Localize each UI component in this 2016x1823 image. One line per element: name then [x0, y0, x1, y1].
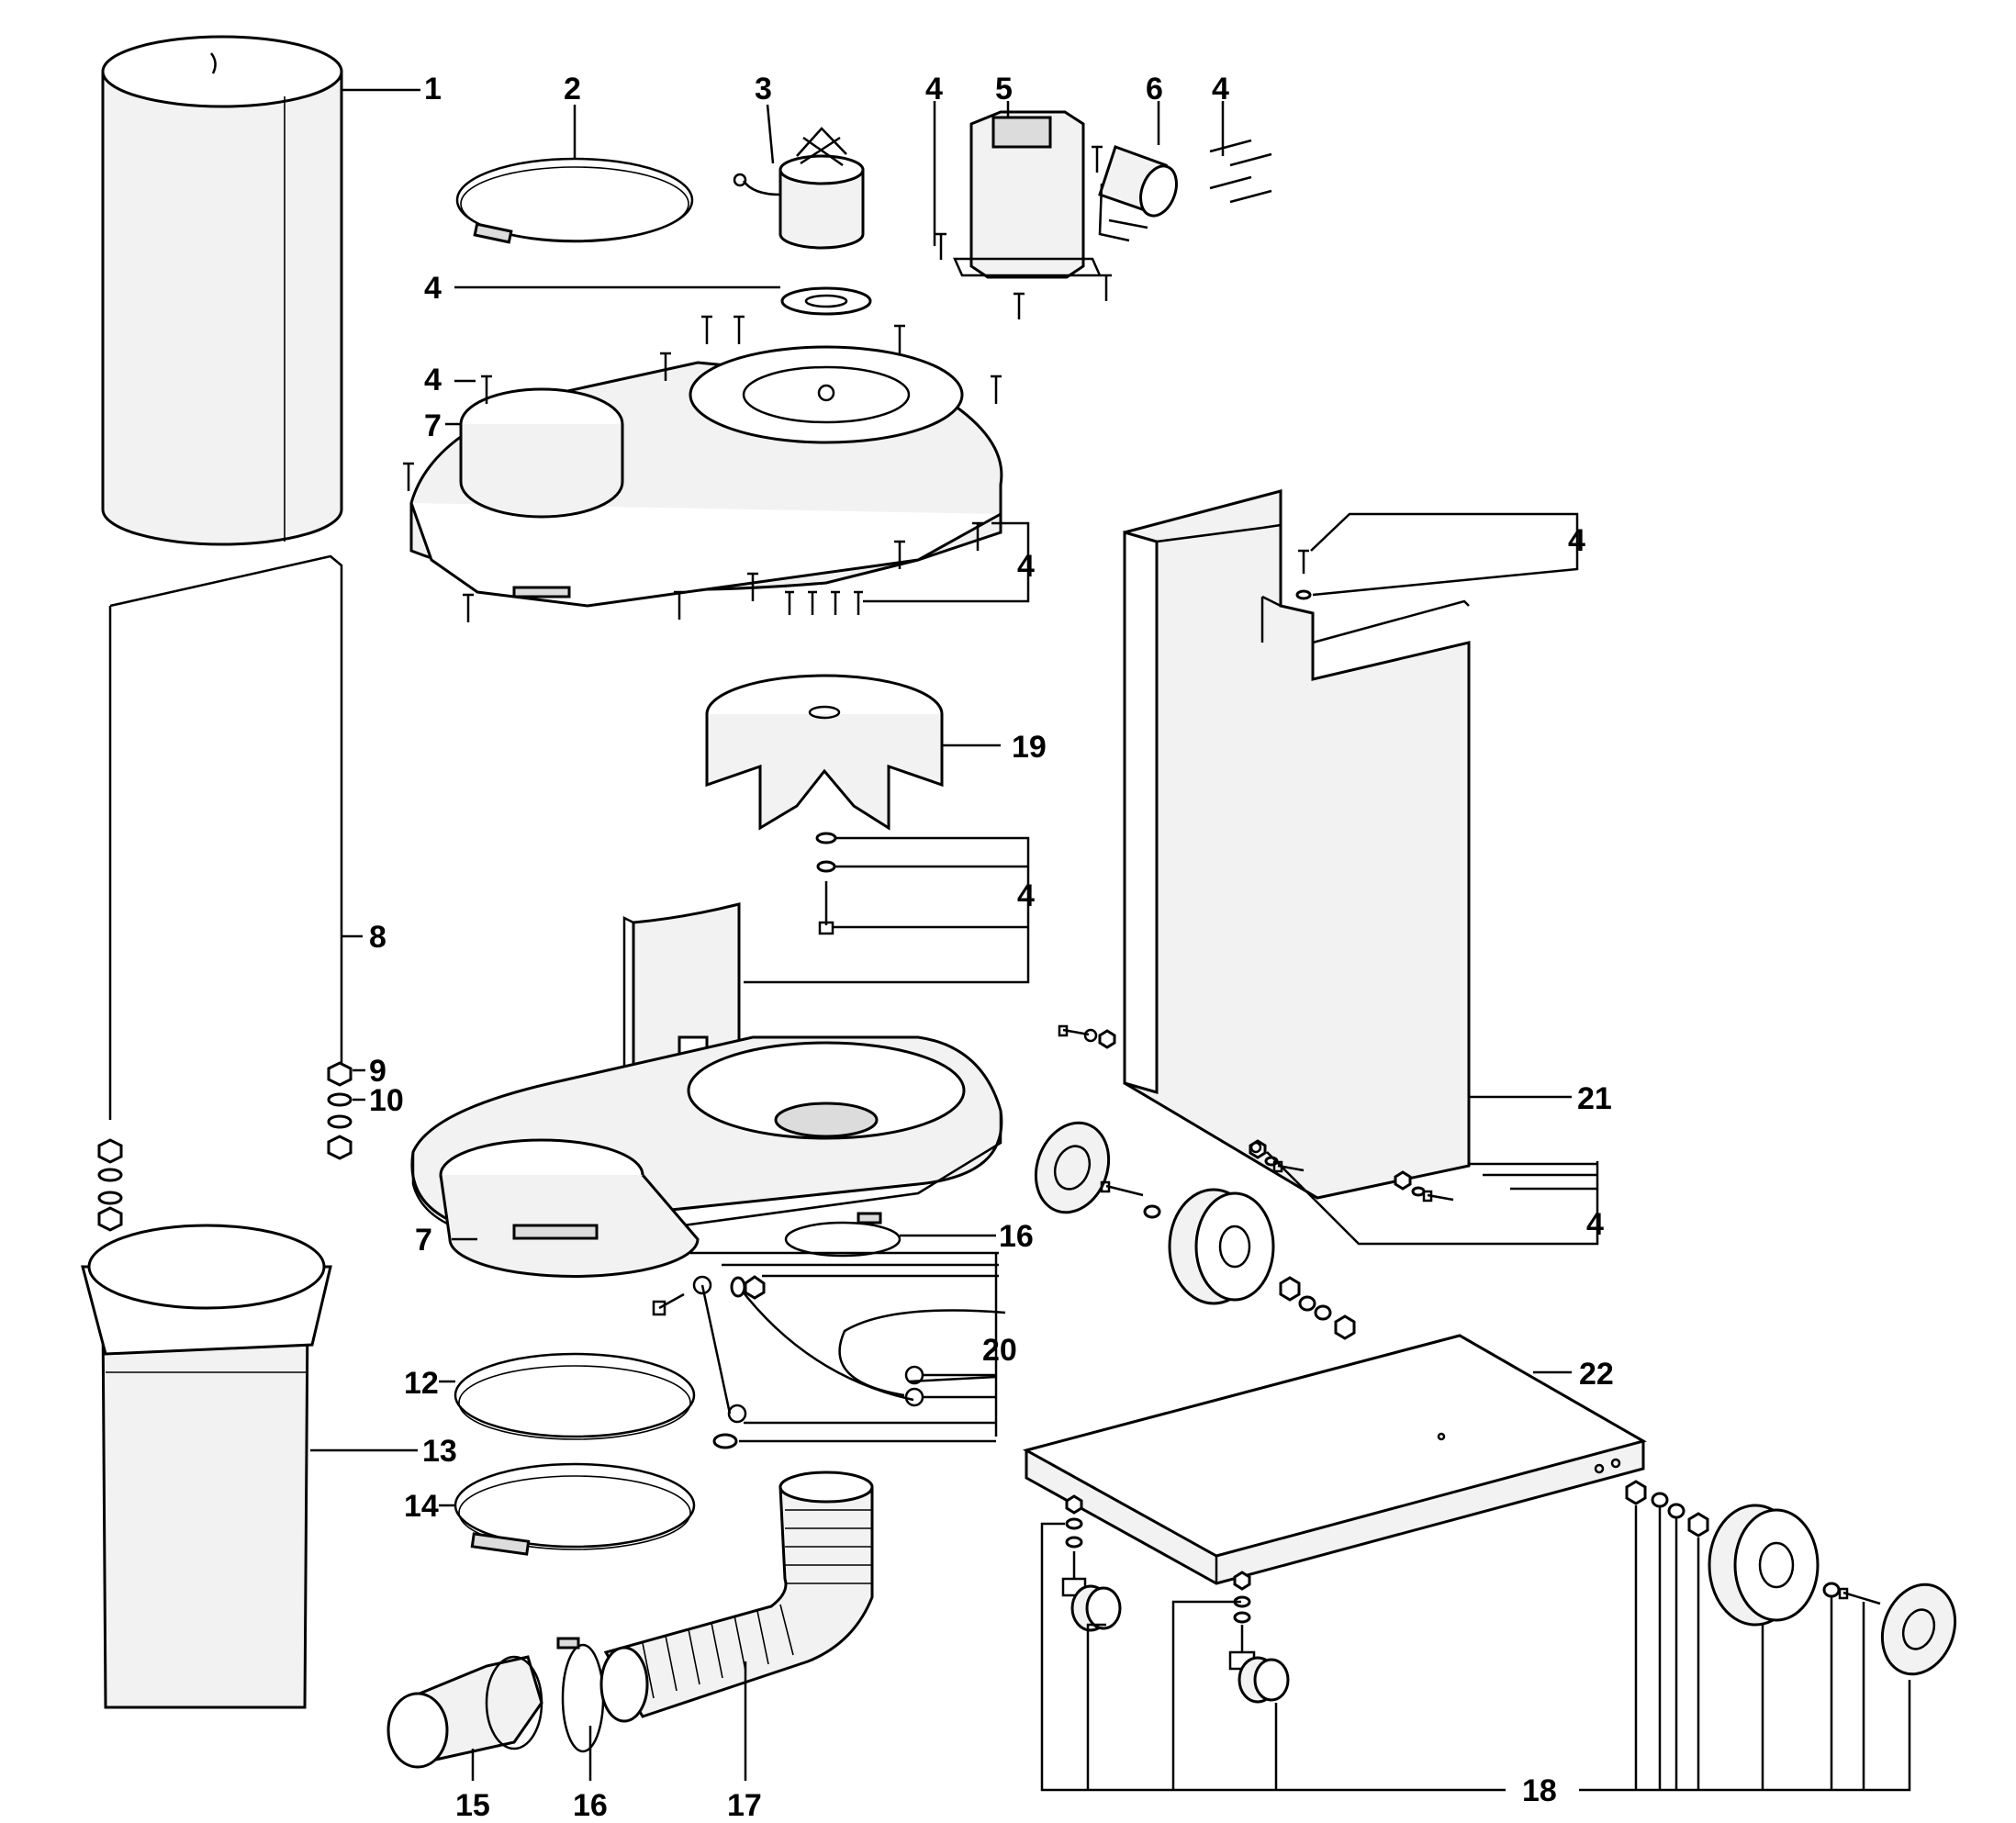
part-22-base-board [1023, 1334, 1647, 1585]
callout-4-a: 4 [925, 72, 943, 106]
callout-labels: 1 2 3 4 5 6 4 4 4 7 4 4 19 4 8 9 10 21 4… [369, 72, 1614, 1823]
callout-9: 9 [369, 1054, 386, 1089]
callout-17: 17 [727, 1788, 762, 1823]
callout-4-g: 4 [1017, 878, 1035, 913]
part-13-collection-bag [81, 1224, 418, 1709]
impeller-fasteners [744, 832, 1030, 984]
callout-16-a: 16 [999, 1219, 1034, 1254]
part-17-flex-hose [599, 1471, 874, 1781]
part-3-motor [733, 104, 865, 250]
panel-fasteners [1058, 512, 1599, 1246]
housing-screws [403, 315, 1030, 622]
callout-18: 18 [1522, 1773, 1557, 1808]
part-15-hose-adapter [386, 1655, 543, 1781]
callout-4-d: 4 [424, 363, 442, 397]
callout-4-c: 4 [424, 271, 442, 306]
callout-10: 10 [369, 1083, 404, 1118]
callout-4-h: 4 [1586, 1207, 1604, 1242]
callout-21: 21 [1577, 1081, 1612, 1116]
callout-7-b: 7 [415, 1223, 432, 1258]
callout-4-f: 4 [1568, 523, 1585, 558]
callout-4-b: 4 [1212, 72, 1229, 106]
callout-14: 14 [404, 1489, 439, 1524]
callout-2: 2 [564, 72, 581, 106]
callout-5: 5 [995, 72, 1013, 106]
callout-16-b: 16 [573, 1788, 608, 1823]
part-1-filter-cylinder [101, 35, 420, 546]
part-7-blower-housing-upper [409, 345, 1003, 608]
callout-19: 19 [1012, 730, 1047, 765]
callout-20: 20 [982, 1333, 1017, 1368]
callout-13: 13 [422, 1434, 457, 1469]
callout-8: 8 [369, 920, 386, 955]
callout-12: 12 [404, 1366, 439, 1401]
part-16-hose-clamp-upper [784, 1212, 996, 1258]
part-19-impeller [705, 674, 1001, 831]
part-2-clamp-ring [455, 105, 694, 244]
switch-screws [935, 139, 1272, 319]
impeller-bracket [622, 902, 741, 1085]
callout-6: 6 [1146, 72, 1163, 106]
wheel-assembly-right [1625, 1480, 1957, 1676]
caster-wheels [1061, 1494, 1290, 1704]
callout-leaders [454, 101, 1225, 383]
part-20-ground-wires [652, 1251, 1006, 1449]
part-7-base-housing-lower [410, 1035, 1003, 1278]
part-16-hose-clamp-lower [556, 1637, 605, 1781]
callout-3: 3 [755, 72, 772, 106]
callout-4-e: 4 [1017, 549, 1035, 584]
wheel-assembly-left [1034, 1121, 1356, 1340]
callout-15: 15 [455, 1788, 490, 1823]
part-18-leader-lines [1040, 1505, 1911, 1792]
parts-9-10-nuts-washers [97, 1061, 365, 1232]
callout-22: 22 [1579, 1357, 1614, 1392]
part-12-ring [439, 1352, 696, 1440]
part-8-rod [108, 554, 363, 1120]
callout-7-a: 7 [424, 408, 442, 443]
part-6-capacitor [1098, 101, 1178, 242]
callout-1: 1 [424, 72, 442, 106]
washer-under-motor [454, 285, 872, 316]
part-5-switch-box [953, 101, 1102, 279]
part-14-band-clamp [439, 1462, 696, 1556]
part-21-cabinet-panel [1123, 489, 1572, 1200]
